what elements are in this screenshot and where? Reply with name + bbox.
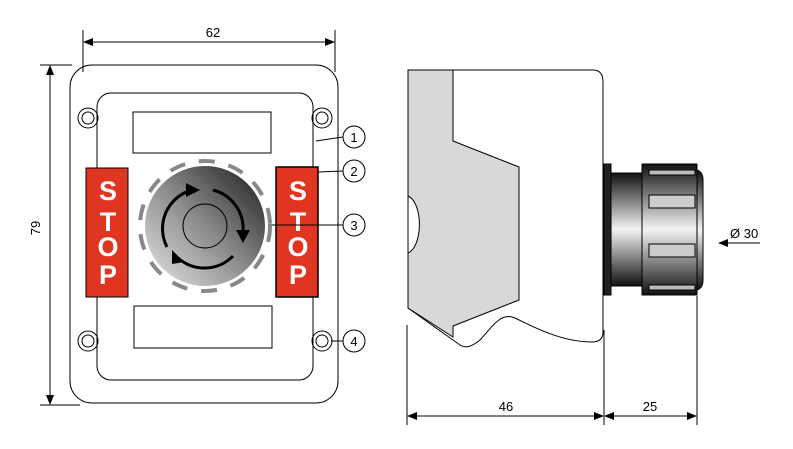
label-window-top: [132, 111, 272, 154]
side-view: 46 25 Ø 30: [406, 69, 760, 425]
emergency-stop-button: [138, 159, 272, 293]
stop-plate-right: S T O P: [275, 166, 319, 298]
stop-letter: T: [100, 207, 117, 237]
callouts: [268, 125, 366, 353]
stop-letter: P: [99, 260, 117, 290]
dimension-button-depth-label: 25: [643, 399, 657, 414]
outer-plate: [69, 64, 339, 404]
screw-hole-icon: [311, 107, 333, 129]
housing-section: [407, 69, 520, 338]
callout-4: 4: [350, 334, 357, 349]
dimension-height-label: 79: [28, 221, 43, 235]
stop-letter: O: [287, 232, 308, 262]
stop-letter: T: [290, 207, 307, 237]
stop-letter: P: [289, 260, 307, 290]
label-window-bottom: [133, 305, 273, 349]
dimension-body-depth-label: 46: [499, 399, 513, 414]
callout-2: 2: [350, 164, 357, 179]
screw-hole-icon: [77, 330, 99, 352]
stop-letter: O: [97, 232, 118, 262]
dimension-width-label: 62: [206, 25, 220, 40]
front-view: S T O P S T O P: [28, 25, 366, 406]
dimension-width: [82, 30, 336, 72]
screw-hole-icon: [311, 330, 333, 352]
callout-1: 1: [350, 130, 357, 145]
stop-plate-left: S T O P: [85, 167, 129, 298]
dimension-diameter-label: Ø 30: [730, 226, 758, 241]
button-side: [603, 163, 704, 296]
stop-letter: S: [289, 176, 307, 206]
stop-letter: S: [99, 176, 117, 206]
dimension-depth: [406, 239, 760, 425]
dimension-height: [40, 64, 80, 406]
callout-3: 3: [350, 218, 357, 233]
screw-hole-icon: [77, 107, 99, 129]
